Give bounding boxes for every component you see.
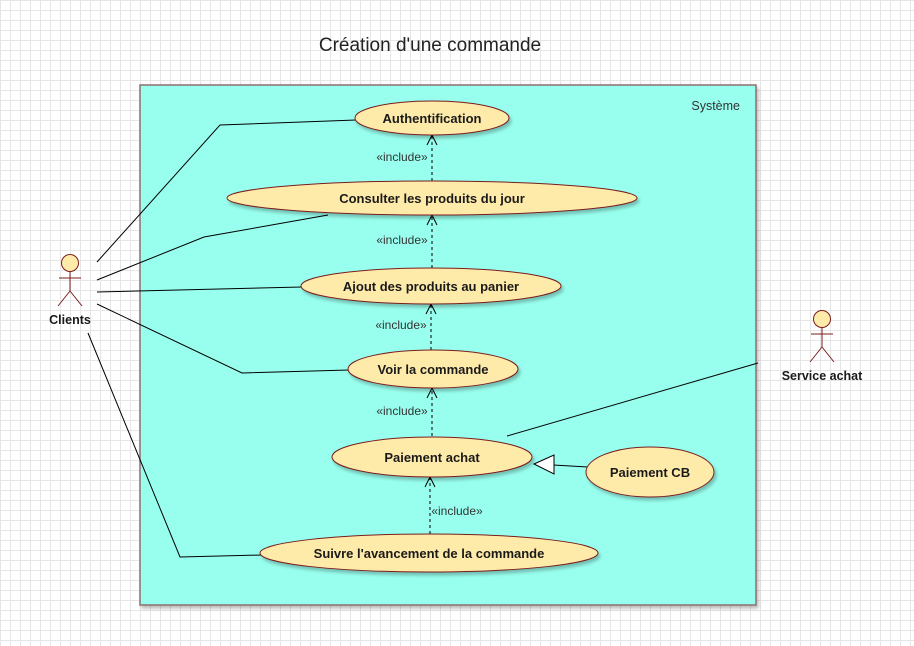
actor-figure-icon [809, 310, 835, 363]
use-case-suivre-avancement[interactable]: Suivre l'avancement de la commande [259, 533, 599, 573]
use-case-authentification[interactable]: Authentification [354, 100, 510, 136]
actor-label: Service achat [782, 369, 863, 383]
association-clients-authentification[interactable] [96, 119, 357, 263]
use-case-label: Voir la commande [377, 362, 488, 377]
generalization-paiement-cb-paiement[interactable] [532, 454, 589, 475]
use-case-label: Paiement CB [610, 465, 690, 480]
system-boundary[interactable] [139, 84, 757, 606]
actor-service-achat[interactable]: Service achat [782, 310, 863, 384]
include-label: «include» [376, 233, 428, 247]
diagram-title: Création d'une commande [319, 35, 541, 56]
use-case-ajout-panier[interactable]: Ajout des produits au panier [300, 267, 562, 305]
actor-label: Clients [49, 313, 91, 327]
association-clients-ajout[interactable] [96, 286, 303, 293]
use-case-label: Ajout des produits au panier [343, 279, 519, 294]
use-case-label: Authentification [383, 111, 482, 126]
actor-figure-icon [57, 254, 83, 307]
use-case-consulter-produits[interactable]: Consulter les produits du jour [226, 180, 638, 216]
use-case-label: Consulter les produits du jour [339, 191, 525, 206]
association-clients-voir[interactable] [96, 303, 350, 374]
actor-clients[interactable]: Clients [49, 254, 91, 328]
system-label: Système [691, 99, 740, 113]
use-case-voir-commande[interactable]: Voir la commande [347, 349, 519, 389]
association-clients-suivre[interactable] [87, 332, 263, 558]
include-label: «include» [431, 504, 483, 518]
use-case-label: Paiement achat [384, 450, 480, 465]
use-case-paiement-cb[interactable]: Paiement CB [585, 446, 715, 498]
include-label: «include» [375, 318, 427, 332]
use-case-paiement-achat[interactable]: Paiement achat [331, 436, 533, 478]
include-label: «include» [376, 404, 428, 418]
use-case-label: Suivre l'avancement de la commande [314, 546, 545, 561]
association-clients-consulter[interactable] [96, 214, 329, 281]
association-service-achat-paiement[interactable] [506, 362, 759, 437]
include-label: «include» [376, 150, 428, 164]
